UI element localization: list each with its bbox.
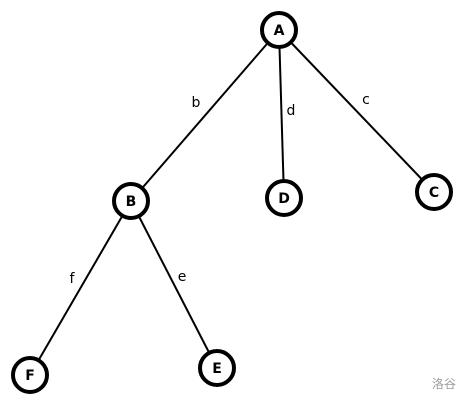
node-d: D [265, 179, 303, 217]
edge-a-d [278, 29, 285, 199]
edge-label-f: f [70, 271, 76, 287]
node-c-label: C [429, 185, 439, 201]
watermark-text: 洛谷 [431, 377, 456, 391]
edge-b-f [29, 200, 132, 376]
node-b-circle [112, 182, 150, 220]
node-a-circle [260, 11, 298, 49]
node-f-circle [11, 356, 49, 394]
node-f: F [11, 356, 49, 394]
edge-label-b: b [192, 95, 201, 111]
node-d-label: D [278, 191, 290, 207]
edge-a-b [130, 29, 280, 202]
edge-a-c [278, 29, 435, 193]
node-c-circle [415, 173, 453, 211]
edge-label-e: e [178, 269, 187, 285]
edge-b-e [130, 200, 218, 369]
node-e-circle [198, 349, 236, 387]
node-b: B [112, 182, 150, 220]
node-c: C [415, 173, 453, 211]
edge-label-c: c [362, 92, 370, 108]
node-e: E [198, 349, 236, 387]
node-a-label: A [274, 23, 285, 39]
node-e-label: E [212, 361, 222, 377]
node-b-label: B [126, 194, 137, 210]
node-d-circle [265, 179, 303, 217]
edge-label-d: d [287, 103, 296, 119]
node-a: A [260, 11, 298, 49]
node-f-label: F [25, 368, 35, 384]
